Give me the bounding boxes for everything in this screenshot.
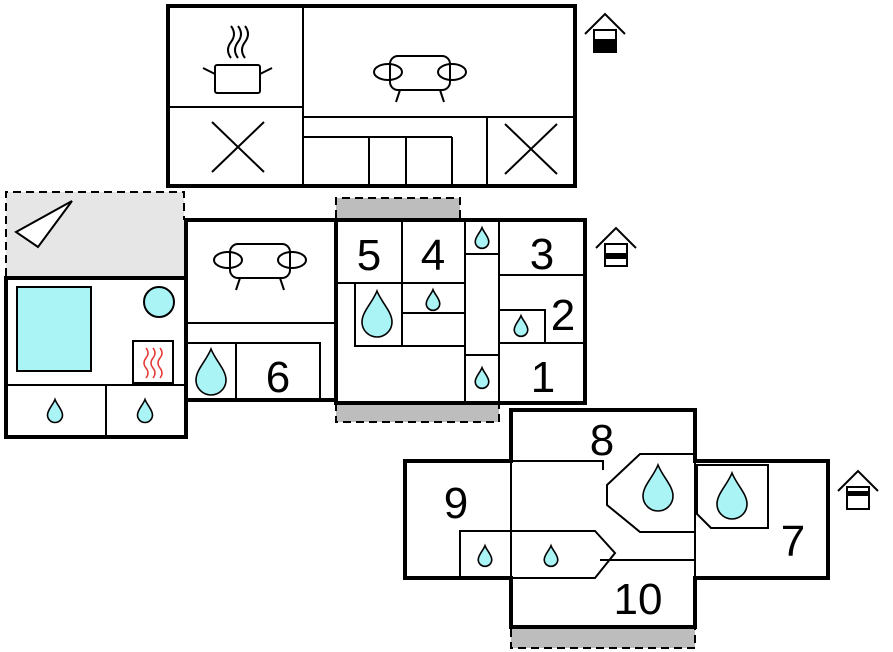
house-level-icon: [584, 12, 626, 53]
room-label-8: 8: [590, 416, 614, 465]
water-drop-icon: [513, 313, 529, 338]
house-level-icon: [595, 226, 637, 267]
void-cross-icon: [211, 121, 265, 173]
room-label-2: 2: [551, 291, 575, 340]
water-drop-icon: [642, 462, 674, 512]
room-label-5: 5: [357, 231, 381, 280]
sofa-icon: [373, 55, 467, 103]
water-drops: [46, 225, 748, 568]
sofa-icon: [213, 243, 307, 291]
void-cross-icon: [504, 123, 558, 175]
room-label-10: 10: [614, 575, 663, 624]
water-drop-icon: [543, 543, 559, 568]
terrace-triangle-icon: [14, 200, 73, 249]
room-label-7: 7: [781, 517, 805, 566]
room-label-9: 9: [444, 479, 468, 528]
house-level-icon: [837, 469, 879, 510]
water-drop-icon: [46, 397, 64, 424]
water-drop-icon: [195, 346, 227, 396]
balcony: [335, 197, 461, 218]
room-label-3: 3: [530, 230, 554, 279]
room-label-1: 1: [531, 353, 555, 402]
hot-tub-icon: [143, 286, 175, 318]
lower-floor: [403, 408, 830, 629]
water-drop-icon: [477, 543, 493, 568]
room-label-4: 4: [421, 231, 445, 280]
balcony: [510, 629, 696, 649]
sauna-heater-icon: [143, 347, 163, 379]
water-drop-icon: [425, 287, 441, 312]
water-drop-icon: [474, 225, 490, 250]
upper-floor: [166, 4, 577, 188]
water-drop-icon: [474, 365, 490, 390]
terrace: [5, 191, 185, 276]
balcony: [335, 403, 500, 423]
room-label-6: 6: [266, 353, 290, 402]
water-drop-icon: [361, 288, 393, 338]
middle-floor: [4, 218, 587, 439]
water-drop-icon: [716, 470, 748, 520]
water-drop-icon: [136, 397, 154, 424]
cooking-pot-icon: [202, 25, 273, 94]
pool-icon: [16, 286, 92, 372]
